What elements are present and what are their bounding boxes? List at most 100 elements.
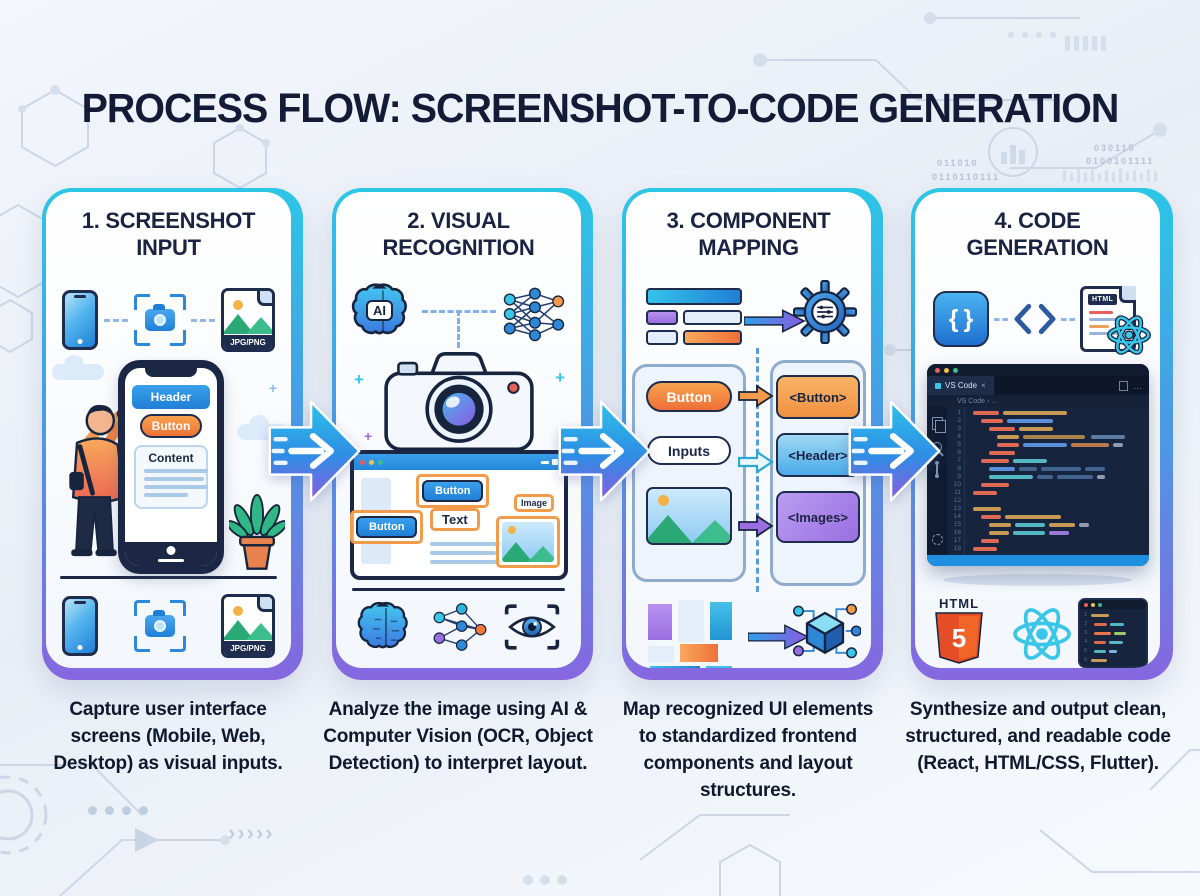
mock-button: Button	[140, 414, 202, 438]
dashed-connector	[103, 318, 128, 322]
detection-box-button: Button	[416, 474, 490, 508]
editor-code-area	[964, 407, 1149, 555]
dashed-connector	[191, 318, 216, 322]
phone-icon	[62, 290, 98, 350]
play-decor	[135, 828, 159, 852]
step-4-icon-row: { } HTML	[933, 286, 1151, 355]
step-3-title: 3. COMPONENT MAPPING	[666, 208, 831, 260]
phone-icon	[62, 596, 98, 656]
editor-tab: VS Code ×	[927, 376, 994, 395]
screenshot-capture-icon	[133, 294, 186, 346]
phone-mockup: Header Button Content	[118, 360, 224, 574]
page-title: PROCESS FLOW: SCREENSHOT-TO-CODE GENERAT…	[81, 85, 1120, 132]
react-icon	[1107, 315, 1151, 355]
snippet-code	[1089, 611, 1126, 665]
camera-icon	[144, 304, 175, 331]
phone-home	[125, 542, 217, 566]
brain-icon	[357, 601, 408, 649]
file-format-label: JPG/PNG	[224, 335, 272, 349]
detection-box-text: Text	[430, 508, 480, 531]
dots-decor	[88, 806, 148, 815]
step-1-description: Capture user interface screens (Mobile, …	[53, 699, 283, 774]
recognized-image	[646, 487, 732, 545]
camera-illustration	[384, 352, 534, 452]
plant-illustration	[229, 493, 285, 570]
mapping-arrow-icon	[748, 624, 810, 650]
mapping-arrow-icon	[744, 309, 806, 333]
map-arrow-orange	[738, 384, 774, 408]
step-1-icon-row-bottom: JPG/PNG	[62, 594, 275, 658]
analyzed-browser-window: Button Button Text Image	[350, 450, 568, 580]
computer-vision-eye-icon	[504, 604, 560, 650]
step-card-3: 3. COMPONENT MAPPING	[622, 188, 883, 680]
mock-header: Header	[132, 385, 210, 409]
recognized-inputs: Inputs	[647, 436, 731, 465]
tab-close-icon: ×	[981, 381, 986, 390]
recognized-elements-panel: Button Inputs	[632, 364, 746, 582]
cloud-decor	[52, 355, 104, 380]
recognized-button: Button	[646, 381, 732, 412]
editor-breadcrumb: VS Code › …	[927, 395, 1149, 407]
component-button-tag: <Button>	[776, 375, 860, 419]
screenshot-capture-icon	[133, 600, 186, 652]
curly-braces-icon: { }	[933, 291, 989, 347]
flow-arrow-2	[558, 400, 651, 502]
editor-status-bar	[927, 555, 1149, 566]
step-card-2: 2. VISUAL RECOGNITION AI	[332, 188, 593, 680]
step-2-title: 2. VISUAL RECOGNITION	[382, 208, 535, 260]
step-card-1: 1. SCREENSHOT INPUT JPG/PNG + +	[42, 188, 303, 680]
chart-icon-decor	[988, 127, 1038, 177]
chevrons-decor: ›››››	[228, 820, 275, 845]
image-file-icon: JPG/PNG	[221, 288, 275, 352]
html5-logo: HTML 5	[935, 596, 983, 668]
neural-network-icon	[503, 287, 565, 342]
flow-arrow-1	[268, 400, 361, 502]
dashed-connector	[993, 317, 1008, 321]
html-file-label: HTML	[1088, 294, 1118, 305]
mock-content: Content	[134, 445, 208, 509]
neural-network-icon	[433, 603, 486, 651]
tab-file-icon	[935, 382, 941, 389]
editor-titlebar	[927, 364, 1149, 376]
dashed-connector	[457, 310, 460, 348]
image-thumbnail	[502, 522, 554, 562]
ai-label: AI	[366, 300, 393, 321]
step-1-icon-row: JPG/PNG	[62, 288, 275, 352]
component-cube-icon	[792, 603, 861, 659]
file-format-label: JPG/PNG	[224, 641, 272, 655]
layout-blocks-icon	[648, 600, 744, 668]
binary-decor: 0100101111	[1086, 156, 1155, 166]
binary-decor: 030115	[1094, 143, 1136, 153]
binary-decor: 011010	[937, 158, 979, 168]
binary-decor: 0110110111	[932, 172, 1001, 182]
map-arrow-cyan	[738, 450, 774, 474]
react-icon	[1013, 608, 1071, 660]
camera-icon	[144, 610, 175, 637]
phone-notch	[145, 368, 197, 377]
gear-icon	[793, 280, 857, 344]
ground-line	[60, 576, 277, 579]
map-arrow-purple	[738, 514, 774, 538]
settings-gear-icon	[931, 534, 943, 545]
flow-arrow-3	[848, 400, 941, 502]
wireframe-blocks-icon	[646, 288, 742, 350]
detection-label-image: Image	[513, 494, 554, 512]
code-brackets-icon	[1014, 303, 1055, 335]
editor-tabbar: VS Code × …	[927, 376, 1149, 395]
step-card-4: 4. CODE GENERATION { } HTML	[911, 188, 1173, 680]
dashed-connector	[1061, 317, 1076, 321]
component-images-tag: <Images>	[776, 491, 860, 543]
editor-window-icons: …	[1119, 380, 1149, 391]
step-4-description: Synthesize and output clean, structured,…	[905, 699, 1171, 774]
detection-box-image	[496, 516, 560, 568]
svg-text:5: 5	[952, 623, 966, 653]
detection-box-button: Button	[350, 510, 424, 544]
step-2-description: Analyze the image using AI & Computer Vi…	[323, 699, 593, 774]
browser-titlebar	[354, 454, 564, 470]
ground-line	[352, 588, 565, 591]
step-1-title: 1. SCREENSHOT INPUT	[81, 208, 256, 260]
